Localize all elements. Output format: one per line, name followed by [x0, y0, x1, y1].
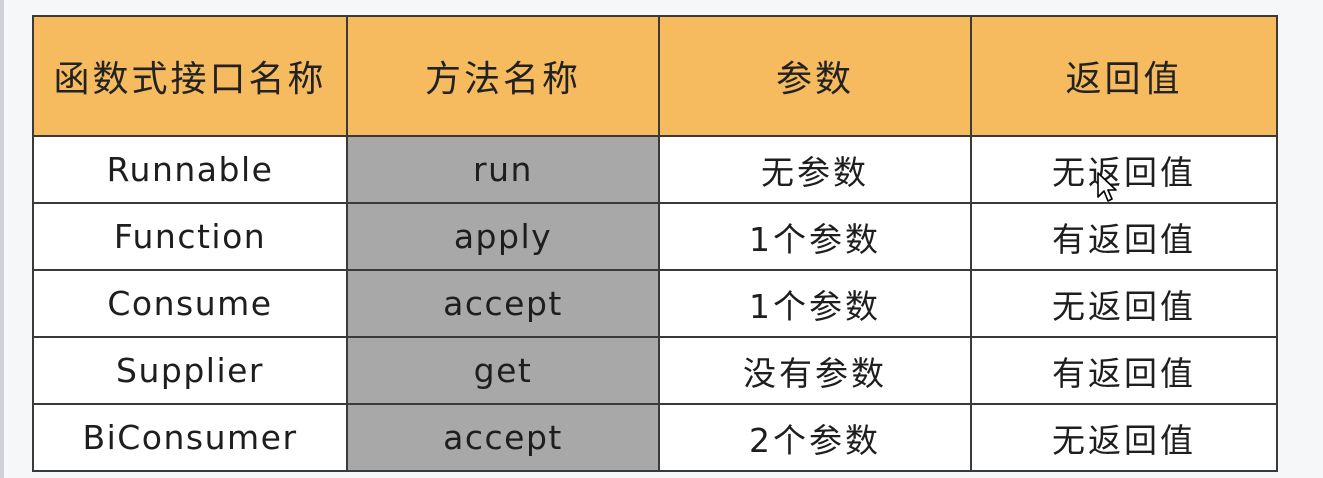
return-value-cell: 无返回值: [970, 135, 1278, 204]
table-row: BiConsumer accept 2个参数 无返回值: [32, 403, 1278, 472]
return-value-cell: 无返回值: [970, 403, 1278, 472]
interface-name-cell: Supplier: [32, 336, 348, 405]
params-cell: 1个参数: [658, 202, 972, 271]
window-edge: [0, 0, 4, 478]
functional-interface-table: 函数式接口名称 方法名称 参数 返回值 Runnable run 无参数 无返回…: [32, 15, 1278, 472]
table-row: Consume accept 1个参数 无返回值: [32, 269, 1278, 338]
params-cell: 无参数: [658, 135, 972, 204]
return-value-cell: 有返回值: [970, 202, 1278, 271]
method-name-cell: get: [346, 336, 660, 405]
interface-name-cell: Function: [32, 202, 348, 271]
mouse-pointer-icon: [1097, 172, 1117, 202]
header-method-name: 方法名称: [346, 15, 660, 137]
method-name-cell: accept: [346, 269, 660, 338]
params-cell: 1个参数: [658, 269, 972, 338]
method-name-cell: run: [346, 135, 660, 204]
table-row: Supplier get 没有参数 有返回值: [32, 336, 1278, 405]
table-row: Runnable run 无参数 无返回值: [32, 135, 1278, 204]
interface-name-cell: BiConsumer: [32, 403, 348, 472]
header-interface-name: 函数式接口名称: [32, 15, 348, 137]
params-cell: 2个参数: [658, 403, 972, 472]
functional-interface-table-container: 函数式接口名称 方法名称 参数 返回值 Runnable run 无参数 无返回…: [32, 15, 1278, 472]
method-name-cell: apply: [346, 202, 660, 271]
header-return-value: 返回值: [970, 15, 1278, 137]
return-value-cell: 有返回值: [970, 336, 1278, 405]
table-header-row: 函数式接口名称 方法名称 参数 返回值: [32, 15, 1278, 137]
header-params: 参数: [658, 15, 972, 137]
params-cell: 没有参数: [658, 336, 972, 405]
interface-name-cell: Runnable: [32, 135, 348, 204]
table-row: Function apply 1个参数 有返回值: [32, 202, 1278, 271]
method-name-cell: accept: [346, 403, 660, 472]
return-value-cell: 无返回值: [970, 269, 1278, 338]
interface-name-cell: Consume: [32, 269, 348, 338]
